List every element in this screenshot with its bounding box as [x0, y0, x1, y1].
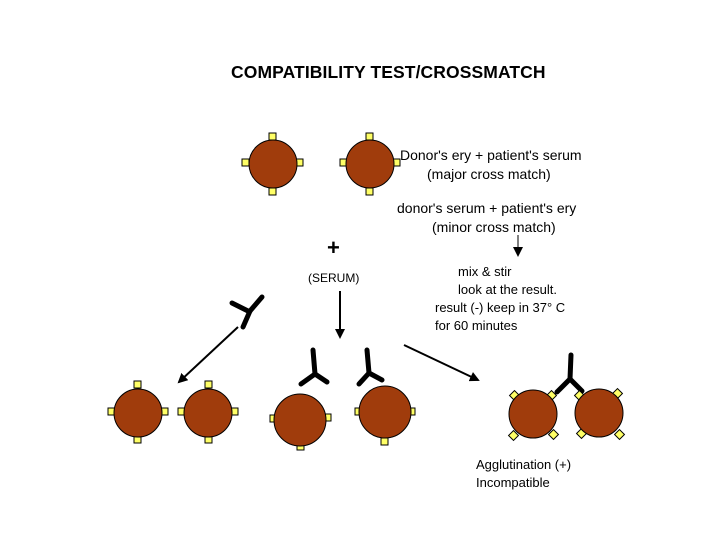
antibody-middle-2: [356, 347, 385, 387]
plus-sign: +: [327, 235, 340, 260]
donor-erythrocyte-2: [339, 132, 401, 196]
incompatible-label: Incompatible: [476, 475, 550, 490]
minor-crossmatch-sublabel: (minor cross match): [432, 219, 556, 235]
erythrocyte-bottom-4: [354, 385, 416, 446]
free-antibody-left: [229, 294, 265, 330]
step-duration: for 60 minutes: [435, 318, 518, 333]
arrow-down-left: [177, 326, 239, 384]
step-mix-stir: mix & stir: [458, 264, 512, 279]
donor-erythrocyte-1: [241, 132, 304, 196]
erythrocyte-bottom-3: [269, 393, 332, 451]
major-crossmatch-sublabel: (major cross match): [427, 166, 551, 182]
erythrocyte-bottom-2: [177, 380, 239, 444]
antibody-middle-1: [298, 347, 330, 387]
serum-label: (SERUM): [308, 271, 360, 285]
diagram-title: COMPATIBILITY TEST/CROSSMATCH: [231, 62, 546, 82]
major-crossmatch-label: Donor's ery + patient's serum: [400, 147, 582, 163]
step-look-result: look at the result.: [458, 282, 557, 297]
arrow-down-right: [403, 344, 480, 382]
agglutinated-erythrocyte-2: [573, 387, 626, 441]
erythrocyte-bottom-1: [107, 380, 169, 444]
agglutinated-erythrocyte-1: [507, 389, 560, 442]
minor-crossmatch-label: donor's serum + patient's ery: [397, 200, 577, 216]
antibody-agglutination: [554, 352, 585, 395]
step-keep-temperature: result (-) keep in 37° C: [435, 300, 566, 315]
agglutination-result: Agglutination (+): [476, 457, 572, 472]
